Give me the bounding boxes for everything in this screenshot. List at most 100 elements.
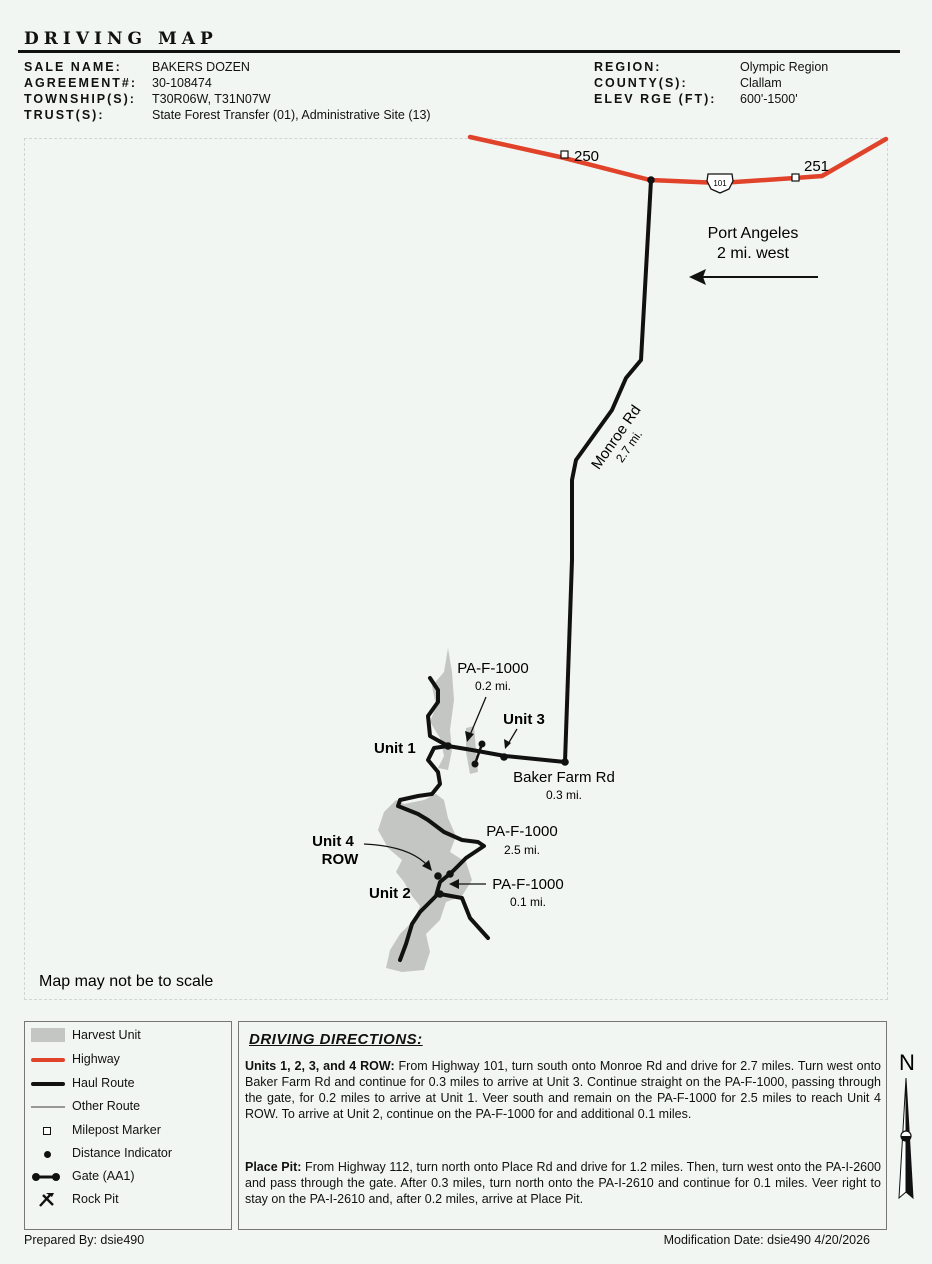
- pa-f1000-top-label: PA-F-1000: [457, 660, 528, 677]
- legend-item-harvest-unit: Harvest Unit: [25, 1026, 231, 1046]
- unit4-row-label: ROW: [322, 851, 360, 868]
- north-label: N: [899, 1050, 915, 1075]
- region-label: REGION:: [594, 60, 662, 74]
- legend-item-gate: Gate (AA1): [25, 1167, 231, 1187]
- distance-indicators: [434, 176, 655, 898]
- map-frame: [24, 138, 888, 1000]
- unit3-label: Unit 3: [503, 711, 545, 728]
- legend-label: Distance Indicator: [72, 1146, 173, 1160]
- pa-f1000-north-spur: [426, 676, 450, 748]
- legend-label: Haul Route: [72, 1076, 135, 1090]
- legend-item-rock-pit: Rock Pit: [25, 1190, 231, 1210]
- unit2-label: Unit 2: [369, 885, 411, 902]
- legend-label: Milepost Marker: [72, 1123, 161, 1137]
- directions-place-pit-paragraph: Place Pit: From Highway 112, turn north …: [245, 1159, 881, 1207]
- pa-f1000-top-arrow-icon: [465, 696, 487, 742]
- milepost-250-label: 250: [574, 148, 599, 165]
- distance-dot-monroe-jct: [647, 176, 655, 184]
- pa-f1000-south-route: [396, 744, 486, 962]
- distance-dot-baker-farm-jct: [561, 758, 569, 766]
- trust-value: State Forest Transfer (01), Administrati…: [152, 108, 431, 122]
- distance-dot-unit4: [434, 872, 442, 880]
- township-value: T30R06W, T31N07W: [152, 92, 271, 106]
- unit3-arrow-icon: [504, 728, 518, 749]
- pa-f1000-low-label: PA-F-1000: [492, 876, 563, 893]
- legend-item-highway: Highway: [25, 1050, 231, 1070]
- legend-item-haul-route: Haul Route: [25, 1074, 231, 1094]
- distance-dot-unit1: [444, 742, 452, 750]
- west-arrow-icon: [689, 269, 818, 285]
- other-route-line-icon: [31, 1106, 65, 1108]
- milepost-250-marker: [560, 150, 569, 159]
- pa-f1000-top-distance: 0.2 mi.: [475, 679, 511, 693]
- baker-farm-rd-label: Baker Farm Rd: [513, 769, 615, 786]
- prepared-by: Prepared By: dsie490: [24, 1233, 145, 1247]
- distance-dot-pa-f1000-mid: [446, 870, 454, 878]
- pa-f1000-low-arrow-icon: [449, 879, 486, 889]
- trust-label: TRUST(S):: [24, 108, 105, 122]
- directions-title: DRIVING DIRECTIONS:: [249, 1031, 423, 1048]
- pa-f1000-mid-label: PA-F-1000: [486, 823, 557, 840]
- milepost-251-label: 251: [804, 158, 829, 175]
- elevation-label: ELEV RGE (FT):: [594, 92, 717, 106]
- agreement-label: AGREEMENT#:: [24, 76, 137, 90]
- harvest-unit-1: [430, 648, 454, 770]
- unit4-arrow-icon: [363, 843, 432, 871]
- harvest-unit-swatch-icon: [31, 1028, 65, 1042]
- legend-label: Rock Pit: [72, 1192, 119, 1206]
- milepost-square-icon: [43, 1127, 51, 1135]
- distance-dot-icon: [44, 1151, 51, 1158]
- distance-dot-unit2: [436, 890, 444, 898]
- legend-item-milepost: Milepost Marker: [25, 1121, 231, 1141]
- map-title: DRIVING MAP: [24, 29, 218, 49]
- modification-date: Modification Date: dsie490 4/20/2026: [663, 1233, 870, 1247]
- gate-legend-icon: [32, 1173, 60, 1181]
- monroe-rd-route: [563, 178, 653, 764]
- port-angeles-label: Port Angeles: [708, 225, 799, 242]
- directions-place-pit-heading: Place Pit:: [245, 1160, 302, 1174]
- legend: Harvest Unit Highway Haul Route Other Ro…: [24, 1021, 232, 1230]
- elevation-value: 600'-1500': [740, 92, 798, 106]
- highway-line-icon: [31, 1058, 65, 1062]
- county-value: Clallam: [740, 76, 782, 90]
- unit1-label: Unit 1: [374, 740, 416, 757]
- legend-label: Other Route: [72, 1099, 141, 1113]
- driving-directions: DRIVING DIRECTIONS: Units 1, 2, 3, and 4…: [238, 1021, 887, 1230]
- legend-label: Harvest Unit: [72, 1028, 141, 1042]
- legend-label: Gate (AA1): [72, 1169, 135, 1183]
- haul-routes: [396, 178, 653, 962]
- monroe-rd-label-group: Monroe Rd 2.7 mi.: [588, 402, 645, 473]
- agreement-value: 30-108474: [152, 76, 212, 90]
- haul-route-line-icon: [31, 1082, 65, 1086]
- pa-f1000-east-spur: [438, 892, 490, 940]
- sale-name-label: SALE NAME:: [24, 60, 122, 74]
- unit4-label: Unit 4: [312, 833, 354, 850]
- baker-farm-rd-distance: 0.3 mi.: [546, 788, 582, 802]
- rock-pit-icon: [39, 1193, 54, 1207]
- legend-label: Highway: [72, 1052, 120, 1066]
- directions-place-pit-text: From Highway 112, turn north onto Place …: [245, 1160, 882, 1206]
- county-label: COUNTY(S):: [594, 76, 688, 90]
- gate-icon: [471, 740, 486, 768]
- port-angeles-distance: 2 mi. west: [717, 245, 790, 262]
- pa-f1000-low-distance: 0.1 mi.: [510, 895, 546, 909]
- distance-dot-unit3: [500, 753, 508, 761]
- directions-units-paragraph: Units 1, 2, 3, and 4 ROW: From Highway 1…: [245, 1058, 881, 1122]
- region-value: Olympic Region: [740, 60, 829, 74]
- title-rule: [18, 50, 900, 53]
- scale-note: Map may not be to scale: [39, 973, 213, 990]
- pa-f1000-mid-distance: 2.5 mi.: [504, 843, 540, 857]
- north-arrow-icon: N: [898, 1050, 915, 1200]
- directions-units-text: From Highway 101, turn south onto Monroe…: [245, 1059, 881, 1121]
- baker-farm-rd-route: [446, 744, 567, 764]
- legend-item-other-route: Other Route: [25, 1097, 231, 1117]
- directions-units-heading: Units 1, 2, 3, and 4 ROW:: [245, 1059, 395, 1073]
- harvest-units: [378, 648, 478, 972]
- legend-item-distance: Distance Indicator: [25, 1144, 231, 1164]
- township-label: TOWNSHIP(S):: [24, 92, 136, 106]
- highway-shield-icon: 101: [706, 173, 734, 194]
- highway-shield-label: 101: [713, 179, 727, 188]
- harvest-unit-2-and-4: [378, 794, 472, 972]
- sale-name-value: BAKERS DOZEN: [152, 60, 250, 74]
